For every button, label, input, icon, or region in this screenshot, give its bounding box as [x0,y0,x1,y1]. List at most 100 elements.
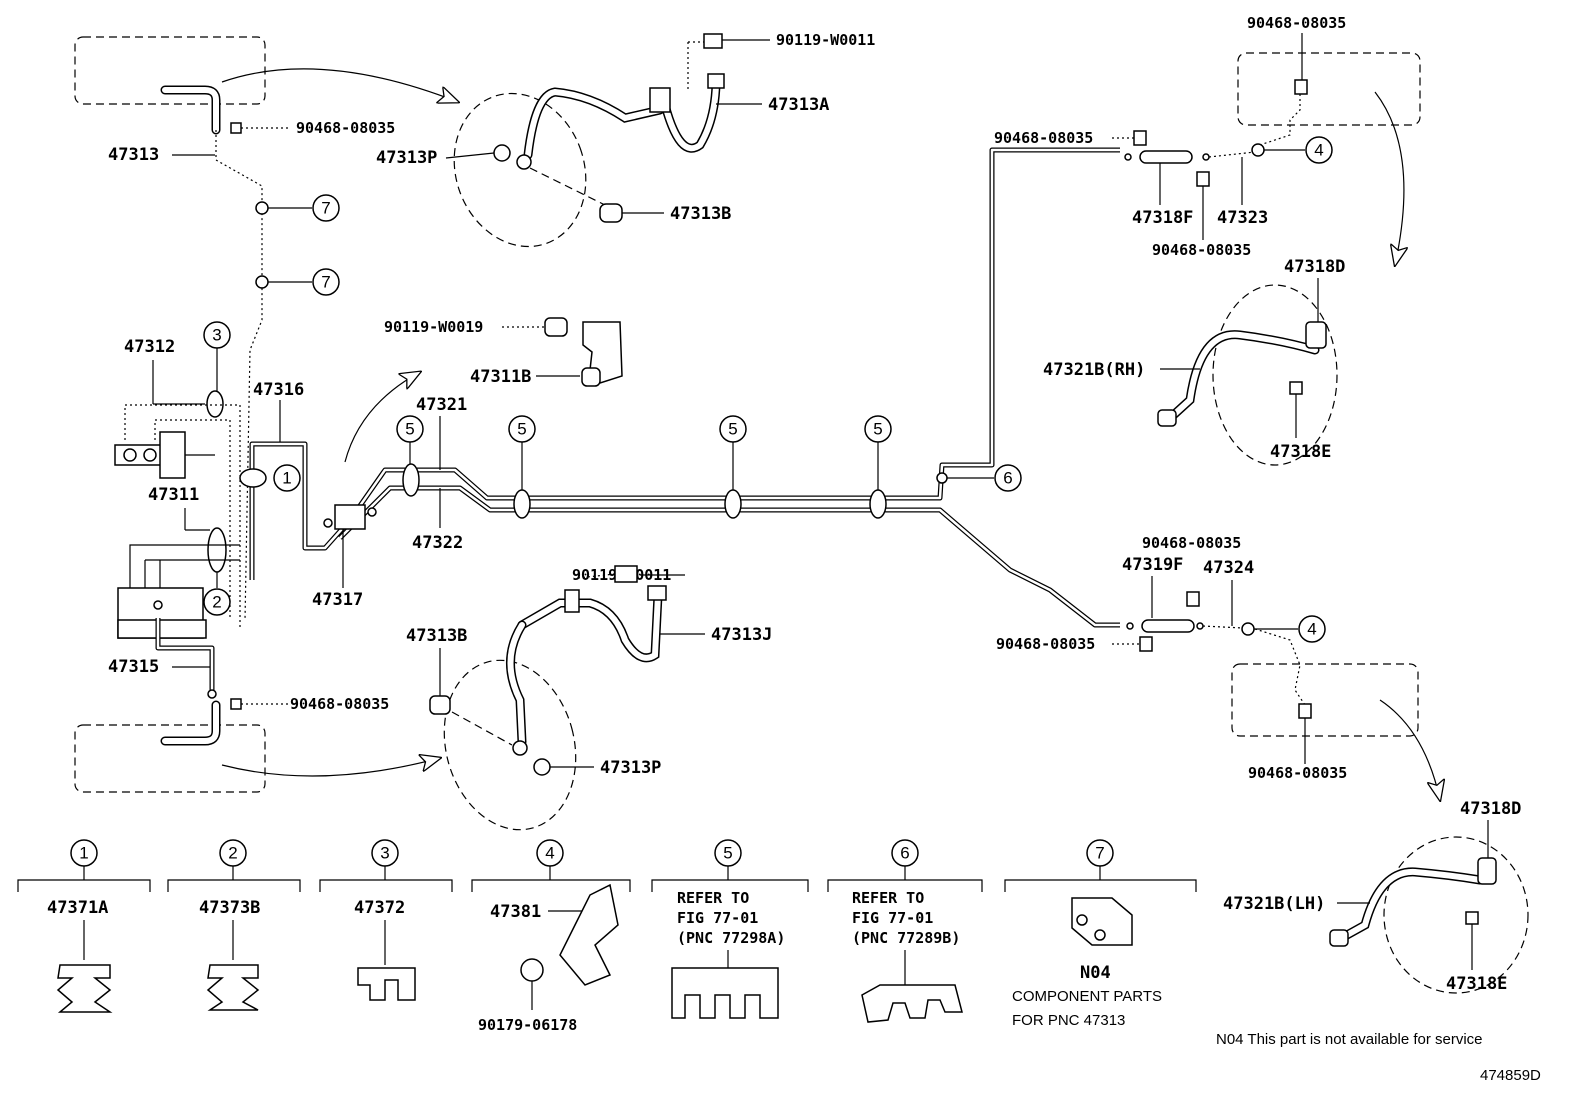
label-47313A: 47313A [768,95,829,115]
label-47323: 47323 [1217,208,1268,228]
figure-code: 474859D [1480,1067,1541,1084]
legend-6-line2: FIG 77-01 [852,909,933,927]
arrow-to-front-hose-top [221,68,458,102]
callout-7b: 7 [321,273,330,292]
callout-5d: 5 [873,420,882,439]
wheel-area-front-left-bottom [74,724,266,793]
wheel-area-rear-left [1231,663,1419,737]
arrow-to-rear-hose-lh [1379,699,1440,800]
label-90468-a: 90468-08035 [296,119,395,137]
label-90468-c: 90468-08035 [1247,14,1346,32]
callout-5b: 5 [517,420,526,439]
arrow-to-rear-hose-rh [1374,91,1404,265]
legend-4-num: 4 [545,844,554,863]
clamp-47371A [56,964,113,1013]
label-47321B-LH: 47321B(LH) [1223,894,1325,914]
label-47318E-top: 47318E [1270,442,1331,462]
clamp-77298A [671,967,779,1019]
label-47324: 47324 [1203,558,1254,578]
clamp-47373B [206,964,260,1011]
callout-1: 1 [282,469,291,488]
label-90119-W0011-top: 90119-W0011 [776,31,875,49]
rear-hose-detail-rh [1212,284,1338,466]
callout-2: 2 [212,593,221,612]
junction-47317 [334,504,366,530]
wheel-area-rear-right-top [1237,52,1421,126]
label-47313J: 47313J [711,625,772,645]
label-47318E-bot: 47318E [1446,974,1507,994]
front-hose-detail-top [453,92,587,248]
label-47313B-bot: 47313B [406,626,467,646]
legend-5-line2: FIG 77-01 [677,909,758,927]
legend-5-line1: REFER TO [677,889,749,907]
label-47313P-bot: 47313P [600,758,661,778]
hose-47318F [1139,150,1193,164]
label-90119-W0019: 90119-W0019 [384,318,483,336]
label-47313P-top: 47313P [376,148,437,168]
bolt-top [703,33,723,49]
flex-hose-47321B-RH [1163,330,1320,425]
legend-1-num: 1 [79,844,88,863]
label-47316: 47316 [253,380,304,400]
label-47313: 47313 [108,145,159,165]
bolt-47313B-top [599,203,623,223]
callout-6: 6 [1003,469,1012,488]
legend-4-part: 47381 [490,902,541,922]
label-47311B: 47311B [470,367,531,387]
label-90468-g: 90468-08035 [996,635,1095,653]
legend-2-num: 2 [228,844,237,863]
legend-7-desc1: COMPONENT PARTS [1012,988,1162,1005]
label-47317: 47317 [312,590,363,610]
label-90468-h: 90468-08035 [1248,764,1347,782]
arrow-to-bracket [344,372,420,463]
label-47313B-top: 47313B [670,204,731,224]
legend-2-part: 47373B [199,898,260,918]
arrow-to-front-hose-bottom [221,758,440,777]
callout-3: 3 [212,326,221,345]
label-47312: 47312 [124,337,175,357]
label-47315: 47315 [108,657,159,677]
label-90468-e: 90468-08035 [1152,241,1251,259]
legend-5-line3: (PNC 77298A) [677,929,785,947]
label-47319F: 47319F [1122,555,1183,575]
callout-4a: 4 [1314,141,1323,160]
clamp-47372 [357,967,416,1001]
legend-4-sub: 90179-06178 [478,1016,577,1034]
grommet-N04 [1071,897,1133,946]
legend-6-line1: REFER TO [852,889,924,907]
legend-1-part: 47371A [47,898,108,918]
legend-6-num: 6 [900,844,909,863]
legend-7-desc2: FOR PNC 47313 [1012,1012,1125,1029]
label-47311: 47311 [148,485,199,505]
label-90468-d: 90468-08035 [994,129,1093,147]
legend-7-part: N04 [1080,963,1111,983]
footer-note: N04 This part is not available for servi… [1216,1031,1483,1048]
label-90468-b: 90468-08035 [290,695,389,713]
label-47318F: 47318F [1132,208,1193,228]
legend-5-num: 5 [723,844,732,863]
callout-5a: 5 [405,420,414,439]
label-47321: 47321 [416,395,467,415]
wheel-area-front-left-top [74,36,266,105]
label-47321B-RH: 47321B(RH) [1043,360,1145,380]
callout-5c: 5 [728,420,737,439]
pipe-elbow-top [160,85,221,135]
rear-hose-detail-lh [1383,836,1529,994]
legend-3-part: 47372 [354,898,405,918]
legend-3-num: 3 [380,844,389,863]
hose-47319F [1141,619,1195,633]
label-90468-f: 90468-08035 [1142,534,1241,552]
clip-47381 [559,883,619,986]
label-47318D-bot: 47318D [1460,799,1521,819]
front-hose-detail-bottom [443,659,577,831]
clamp-77289B [861,984,963,1023]
label-47322: 47322 [412,533,463,553]
legend-7-num: 7 [1095,844,1104,863]
callout-7a: 7 [321,199,330,218]
legend-6-line3: (PNC 77289B) [852,929,960,947]
pipe-47313A [660,79,721,153]
callout-4b: 4 [1307,620,1316,639]
label-47318D-top: 47318D [1284,257,1345,277]
